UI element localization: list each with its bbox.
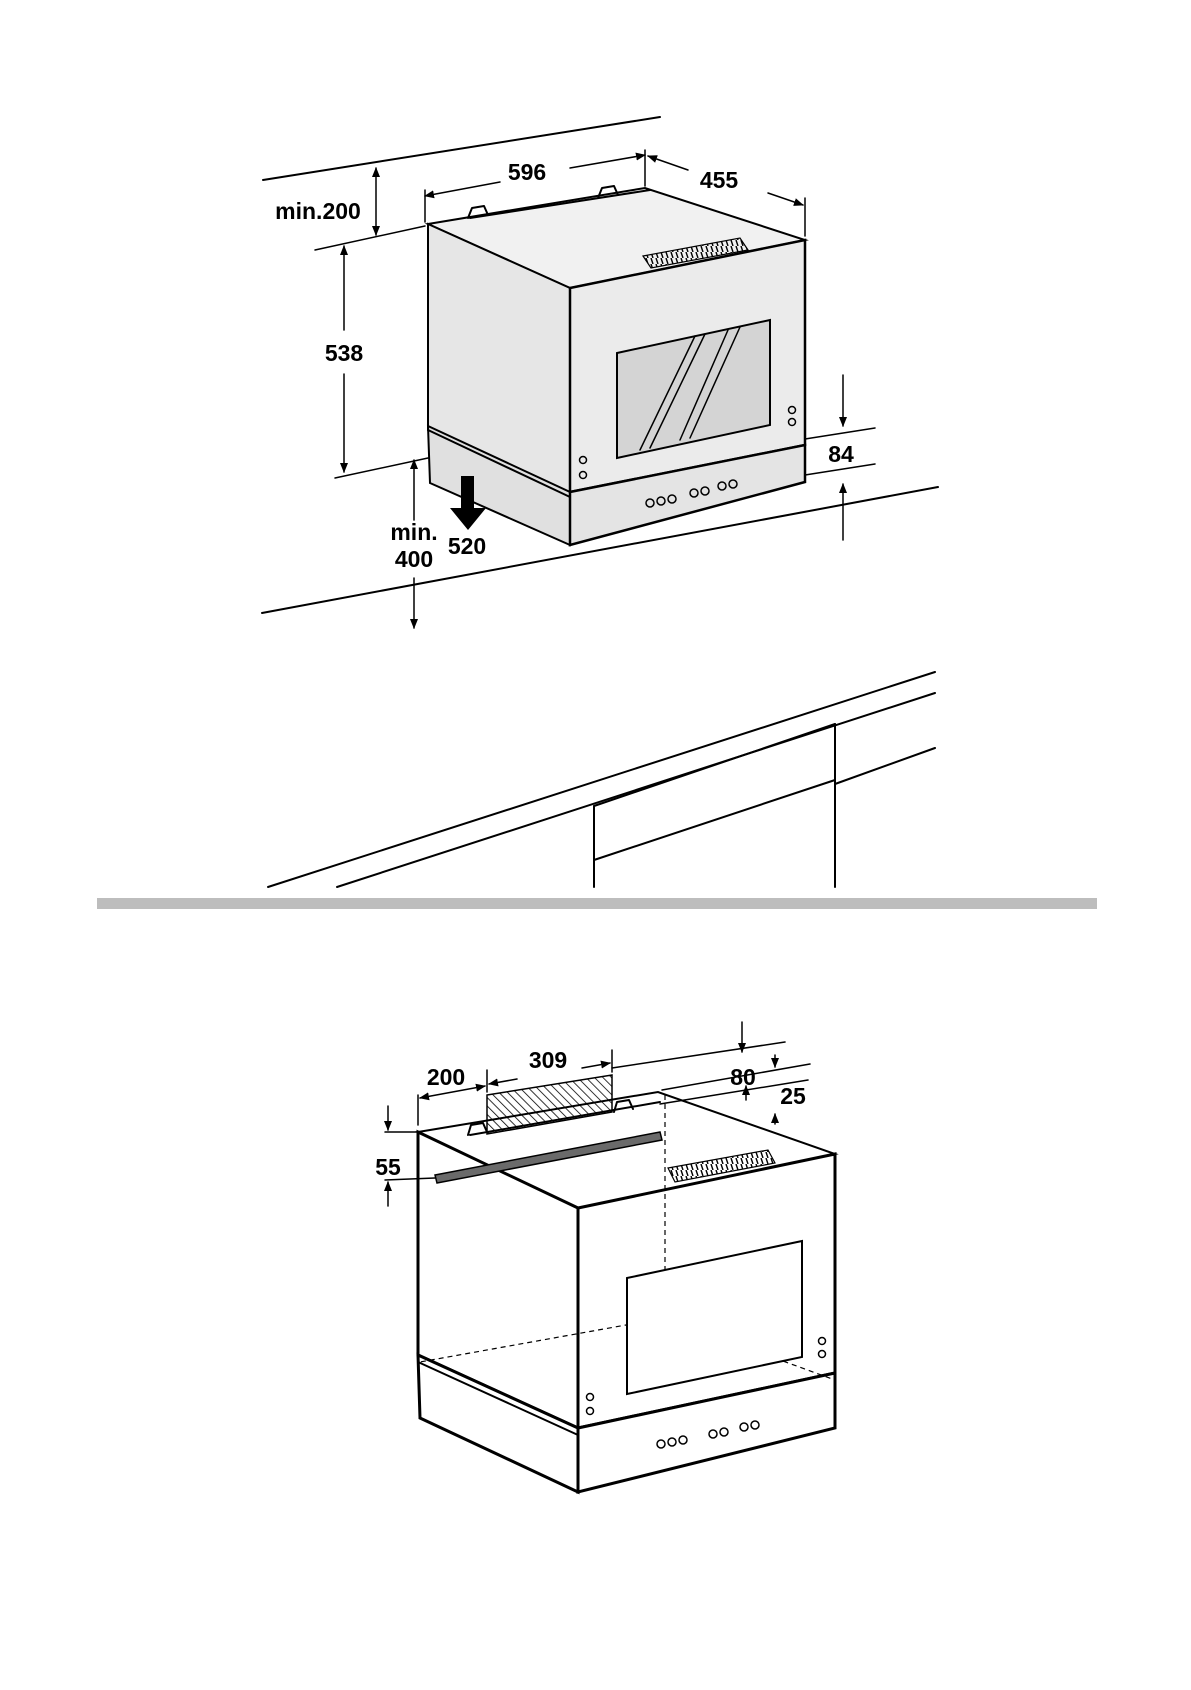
dim-rail-height-label: 55 (375, 1154, 401, 1180)
ceiling-line (263, 117, 660, 180)
dim-width-label: 596 (508, 159, 546, 185)
dim-top-clearance-label: min.200 (275, 198, 361, 224)
bottom-figure: 200 309 80 25 55 (375, 1022, 835, 1492)
dim-bracket-length-label: 309 (529, 1047, 567, 1073)
dim-rail-offset-label: 25 (780, 1083, 806, 1109)
dim-bottom-clearance-label-2: 400 (395, 546, 433, 572)
dim-plinth-label: 84 (828, 441, 854, 467)
dim-offset-side-label: 200 (427, 1064, 465, 1090)
top-figure: 596 455 min.200 538 520 84 min. 400 (262, 117, 938, 887)
dim-bottom-clearance-label-1: min. (390, 519, 437, 545)
dim-height-label: 538 (325, 340, 364, 366)
dim-offset-back-label: 80 (730, 1064, 756, 1090)
dim-depth-label: 455 (700, 167, 739, 193)
oven-appliance-top (428, 186, 805, 545)
kitchen-worktop (268, 672, 935, 887)
section-divider (97, 898, 1097, 909)
oven-appliance-bottom (418, 1075, 835, 1492)
dim-pull-out-label: 520 (448, 533, 486, 559)
